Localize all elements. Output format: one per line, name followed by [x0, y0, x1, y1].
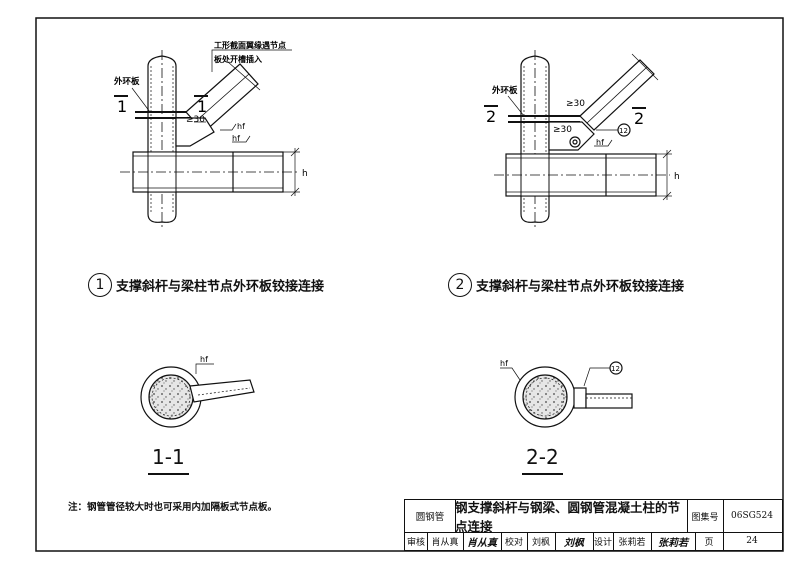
section-mark-1-left: 1 [117, 97, 127, 116]
title-block: 圆钢管 钢支撑斜杆与钢梁、圆钢管混凝土柱的节点连接 图集号 06SG524 审核… [404, 499, 783, 551]
dim-h-1: h [302, 169, 308, 179]
tb-check-label: 校对 [504, 537, 523, 548]
tb-atlas-label: 图集号 [691, 512, 719, 523]
detail-2-elevation [484, 50, 672, 228]
detail-number-2: 2 [448, 273, 472, 297]
tb-atlas-no: 06SG524 [731, 511, 773, 521]
dim-h-2: h [674, 172, 680, 182]
dim-hf-1a: hf [237, 122, 245, 131]
section-2-2 [500, 361, 633, 428]
callout-12-detail2: 12 [619, 127, 628, 135]
label-slot-1b: 板处开槽插入 [214, 54, 262, 64]
section-mark-2-left: 2 [486, 107, 496, 126]
label-outer-ring-1: 外环板 [113, 76, 140, 87]
section-mark-1-right: 1 [197, 97, 207, 116]
tb-design-label: 设计 [593, 537, 612, 548]
dim-hf-2: hf [596, 138, 604, 147]
callout-12-section2: 12 [611, 365, 620, 373]
detail-number-1: 1 [88, 273, 112, 297]
label-outer-ring-2: 外环板 [491, 85, 518, 96]
note-text: 注：钢管管径较大时也可采用内加隔板式节点板。 [68, 502, 278, 513]
dim-30-1: ≥30 [186, 115, 205, 125]
tb-review-label: 审核 [406, 537, 425, 548]
sheet-border [35, 17, 784, 552]
detail-1-elevation [114, 49, 300, 228]
section-1-1 [140, 363, 255, 428]
label-slot-1a: 工形截面翼缘遇节点 [214, 40, 286, 50]
tb-designer: 张莉若 [618, 537, 646, 548]
tb-checker: 刘枫 [531, 537, 550, 548]
tb-page-no: 24 [746, 536, 758, 546]
caption-text-2: 支撑斜杆与梁柱节点外环板铰接连接 [476, 279, 685, 295]
tb-reviewer-signature: 肖从真 [467, 537, 497, 549]
section-2-hf: hf [500, 359, 508, 368]
tb-category: 圆钢管 [415, 512, 445, 523]
brace-2 [579, 53, 659, 131]
dim-30-2b: ≥30 [553, 125, 572, 135]
tb-title: 钢支撑斜杆与钢梁、圆钢管混凝土柱的节点连接 [455, 500, 681, 534]
caption-text-1: 支撑斜杆与梁柱节点外环板铰接连接 [116, 279, 325, 295]
section-1-hf: hf [200, 355, 208, 364]
tb-designer-signature: 张莉若 [658, 537, 688, 549]
dim-hf-1b: hf [232, 134, 240, 143]
tb-page-label: 页 [704, 537, 714, 548]
section-label-2-2: 2-2 [522, 445, 563, 475]
section-mark-2-right: 2 [634, 109, 644, 128]
dim-30-2a: ≥30 [566, 99, 585, 109]
tb-reviewer: 肖从真 [431, 537, 459, 548]
tb-checker-signature: 刘枫 [564, 537, 584, 549]
section-label-1-1: 1-1 [148, 445, 189, 475]
